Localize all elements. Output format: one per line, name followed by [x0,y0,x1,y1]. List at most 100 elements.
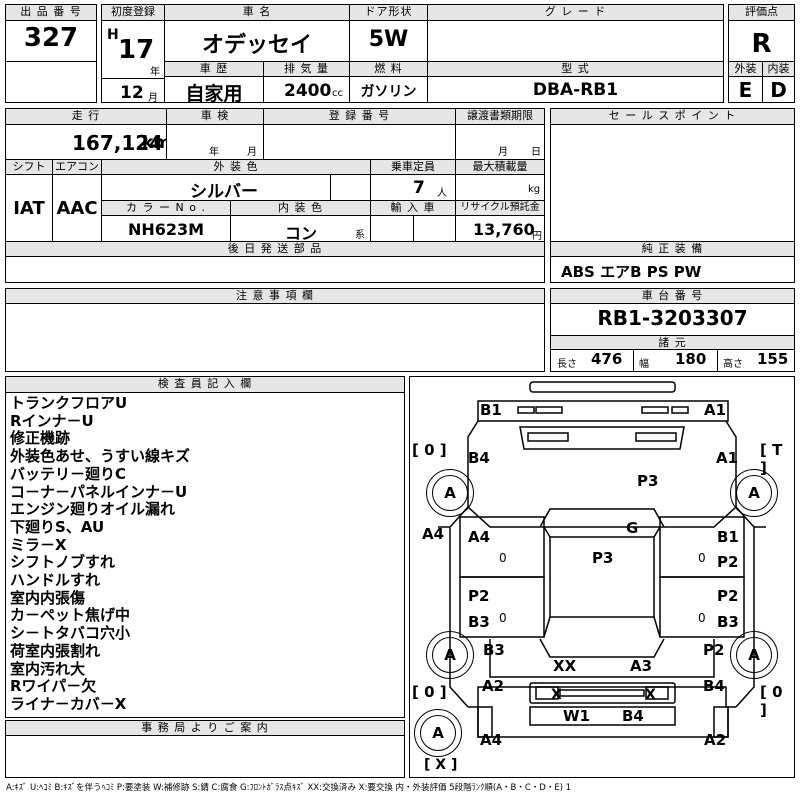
code-b3-rear-left: B3 [483,641,505,659]
code-b4-right: B4 [703,677,725,695]
first-registration-label: 初度登録 [102,5,164,21]
interior-color-value: コン [285,224,318,243]
car-name-value: オデッセイ [201,33,312,58]
code-a3: A3 [630,657,653,675]
recycle-label: リサイクル預託金 [456,201,544,216]
exterior-color-cell: 外 装 色 シルバー [101,159,371,202]
wheel-front-right-code: A [736,475,772,511]
car-name-cell: 車 名 オデッセイ [164,4,350,62]
grade-label: グ レ ー ド [428,5,723,21]
length-label: 長さ [557,359,577,370]
aircon-value: AAC [56,198,98,219]
interior-grade-value: D [770,78,787,102]
remark-line: 下廻りS、AU [10,517,105,536]
interior-color-cell: 内 装 色 コン 系 [230,200,371,243]
interior-grade-label: 内装 [763,62,794,77]
color-number-value: NH623M [127,220,205,239]
exterior-color-label: 外 装 色 [102,160,370,175]
notes-label: 注 意 事 項 欄 [6,289,544,304]
max-load-label: 最大積載量 [456,160,544,175]
shift-value: IAT [13,198,45,219]
code-xx: XX [553,657,577,675]
code-bracket-rear-right: [ 0 ] [760,683,783,719]
fuel-label: 燃 料 [350,62,427,77]
displacement-label: 排 気 量 [264,62,349,77]
code-p3-hood: P3 [637,472,659,490]
width-label: 幅 [639,359,649,370]
remark-line: 荷室内張割れ [10,641,101,660]
spare-wheel: A [414,709,462,757]
width-value: 180 [675,350,707,368]
inspection-label: 車 検 [167,109,263,125]
grade-cell: グ レ ー ド [427,4,724,62]
wheel-front-right: A [730,469,778,517]
code-p3-roof: P3 [592,549,614,567]
remark-line: ミラ－X [10,535,67,554]
code-g: G [626,519,639,537]
max-load-unit: kg [528,184,541,195]
remark-line: トランクフロアU [10,394,128,412]
code-a4-side: A4 [422,525,445,543]
office-notice-label: 事 務 局 よ り ご 案 内 [6,721,404,736]
remark-line: 室内内張傷 [10,588,86,607]
code-a2-left: A2 [482,677,505,695]
recycle-value: 13,760 [473,220,535,239]
import-cell: 輸 入 車 [370,200,456,242]
equipment-label: 純 正 装 備 [551,242,794,257]
interior-grade-cell: 内装 D [762,61,795,103]
door-value: 5W [368,27,409,52]
code-b3-left-rear-door: B3 [468,613,490,631]
displacement-cell: 排 気 量 2400 cc [263,61,350,103]
later-shipment-label: 後 日 発 送 部 品 [6,242,544,257]
wheel-rear-left-code: A [432,637,468,673]
length-value: 476 [591,350,623,368]
history-cell: 車 歴 自家用 [164,61,264,105]
mileage-cell: 走 行 167,124 km [5,108,171,160]
wheel-rear-right-code: A [736,637,772,673]
interior-color-label: 内 装 色 [231,201,370,216]
code-zero-low-left: 0 [499,611,507,625]
displacement-unit: cc [332,88,343,99]
code-bracket-front-right: [ T ] [760,441,783,477]
inspector-remarks-list: トランクフロアU Rインナ－U 修正機跡 外装色あせ、うすい線キズ バッテリ－廻… [10,394,402,714]
inspection-cell: 車 検 年 月 [166,108,264,160]
code-b4-left: B4 [468,449,490,467]
lot-number-label: 出 品 番 号 [6,5,96,21]
capacity-cell: 乗車定員 7 人 [370,159,456,201]
shift-label: シフト [6,160,52,175]
registration-number-label: 登 録 番 号 [264,109,455,125]
code-p2-right-rear-door: P2 [717,587,739,605]
interior-color-unit: 系 [355,230,365,241]
inspector-remarks-cell: 検 査 員 記 入 欄 トランクフロアU Rインナ－U 修正機跡 外装色あせ、う… [5,376,405,718]
remark-line: シフトノブすれ [10,553,116,572]
code-x-left-lamp: X [551,687,562,703]
remark-line: ハンドルすれ [10,571,101,590]
legend: A:ｷｽﾞ U:ﾍｺﾐ B:ｷｽﾞを伴うﾍｺﾐ P:要塗装 W:補修跡 S:錆 … [6,783,572,793]
lot-blank-cell [5,61,97,103]
aircon-cell: エアコン AAC [52,159,102,242]
lot-number-cell: 出 品 番 号 327 [5,4,97,62]
remark-line: シ－トタバコ穴小 [10,624,131,643]
sales-point-label: セ ー ル ス ポ イ ン ト [551,109,794,125]
height-value: 155 [757,350,789,368]
fuel-value: ガソリン [360,84,417,100]
wheel-front-left: A [426,469,474,517]
remark-line: Rインナ－U [10,411,94,430]
sales-point-cell: セ ー ル ス ポ イ ン ト [550,108,795,242]
code-bracket-front-left: [ 0 ] [412,441,447,459]
exterior-color-value: シルバー [190,182,258,202]
code-zero-mid-right: 0 [698,551,706,565]
history-label: 車 歴 [165,62,263,77]
office-notice-cell: 事 務 局 よ り ご 案 内 [5,720,405,778]
code-a1-front: A1 [704,401,727,419]
code-b1-front: B1 [480,401,502,419]
recycle-unit: 円 [532,231,542,242]
code-zero-mid-left: 0 [499,551,507,565]
remark-line: バッテリ－廻りC [10,464,127,483]
exterior-grade-value: E [738,78,753,102]
transfer-docs-cell: 譲渡書類期限 月 日 [455,108,545,160]
code-b1-right-door: B1 [717,528,739,546]
color-number-label: カ ラ ー N o . [102,201,230,216]
import-label: 輸 入 車 [371,201,455,216]
code-b3-right-rear-door: B3 [717,613,739,631]
